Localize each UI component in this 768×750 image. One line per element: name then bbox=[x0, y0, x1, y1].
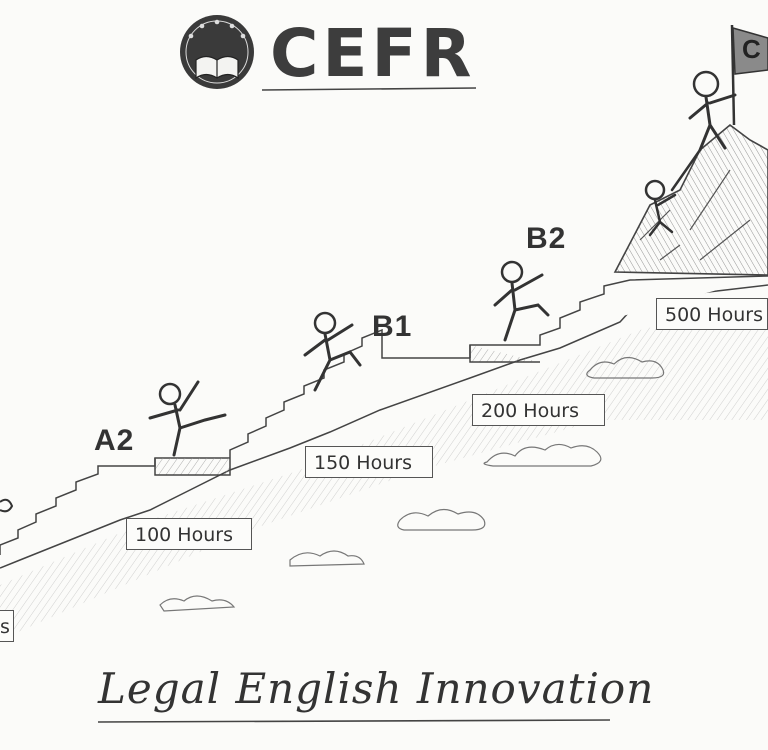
hours-box-partial-left: s bbox=[0, 610, 14, 642]
brand-title: CEFR bbox=[270, 16, 475, 92]
level-label-b2: B2 bbox=[526, 222, 566, 256]
tagline: Legal English Innovation bbox=[98, 662, 654, 716]
hours-box-b1: 150 Hours bbox=[305, 446, 433, 478]
hours-box-b2: 200 Hours bbox=[472, 394, 605, 426]
level-label-b1: B1 bbox=[372, 310, 412, 344]
eu-stars-book-icon bbox=[180, 15, 254, 89]
climber-a2 bbox=[150, 382, 225, 455]
hours-box-a2: 100 Hours bbox=[126, 518, 252, 550]
partial-climber-left bbox=[0, 500, 12, 512]
level-label-c: C bbox=[742, 34, 762, 65]
tagline-underline bbox=[98, 720, 610, 722]
hours-box-c: 500 Hours bbox=[656, 298, 768, 330]
climber-b2 bbox=[495, 262, 548, 340]
mountain-peak bbox=[615, 125, 768, 275]
level-label-a2: A2 bbox=[94, 424, 134, 458]
